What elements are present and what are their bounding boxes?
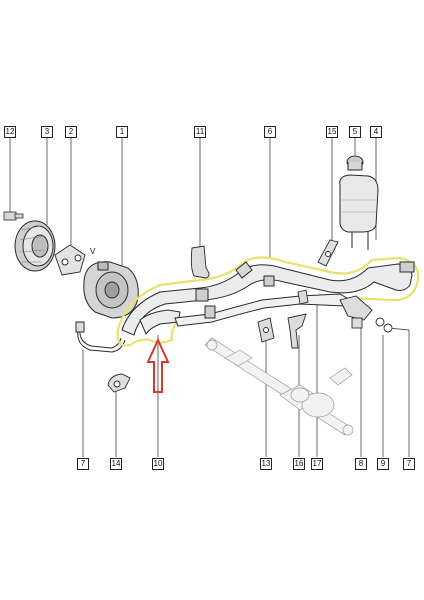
hose-clamp xyxy=(190,245,210,279)
callout-1: 1 xyxy=(116,126,128,138)
callout-6: 6 xyxy=(264,126,276,138)
marker-v: V xyxy=(90,247,96,256)
callout-13: 13 xyxy=(260,458,272,470)
fluid-reservoir xyxy=(339,155,379,250)
callout-17: 17 xyxy=(311,458,323,470)
red-arrow-marker xyxy=(146,337,170,393)
callout-2: 2 xyxy=(65,126,77,138)
pump-bracket xyxy=(54,244,86,276)
callout-7-right: 7 xyxy=(403,458,415,470)
hose-highlight-outline xyxy=(116,256,420,347)
callout-3: 3 xyxy=(41,126,53,138)
callout-12: 12 xyxy=(4,126,16,138)
clip xyxy=(107,373,131,393)
pipe-clamp xyxy=(257,317,275,343)
steering-rack xyxy=(204,337,354,436)
pipe-unions xyxy=(339,295,393,333)
callout-5: 5 xyxy=(349,126,361,138)
callout-9: 9 xyxy=(377,458,389,470)
callout-15: 15 xyxy=(326,126,338,138)
callout-4: 4 xyxy=(370,126,382,138)
steering-pump xyxy=(83,261,139,319)
reservoir-bracket xyxy=(317,239,339,267)
bolt xyxy=(3,211,24,221)
callout-10: 10 xyxy=(152,458,164,470)
callout-7-left: 7 xyxy=(77,458,89,470)
pulley xyxy=(14,220,56,272)
callout-14: 14 xyxy=(110,458,122,470)
callout-11: 11 xyxy=(194,126,206,138)
callout-8: 8 xyxy=(355,458,367,470)
small-clip xyxy=(297,289,309,305)
callout-16: 16 xyxy=(293,458,305,470)
support-bracket xyxy=(287,313,307,349)
